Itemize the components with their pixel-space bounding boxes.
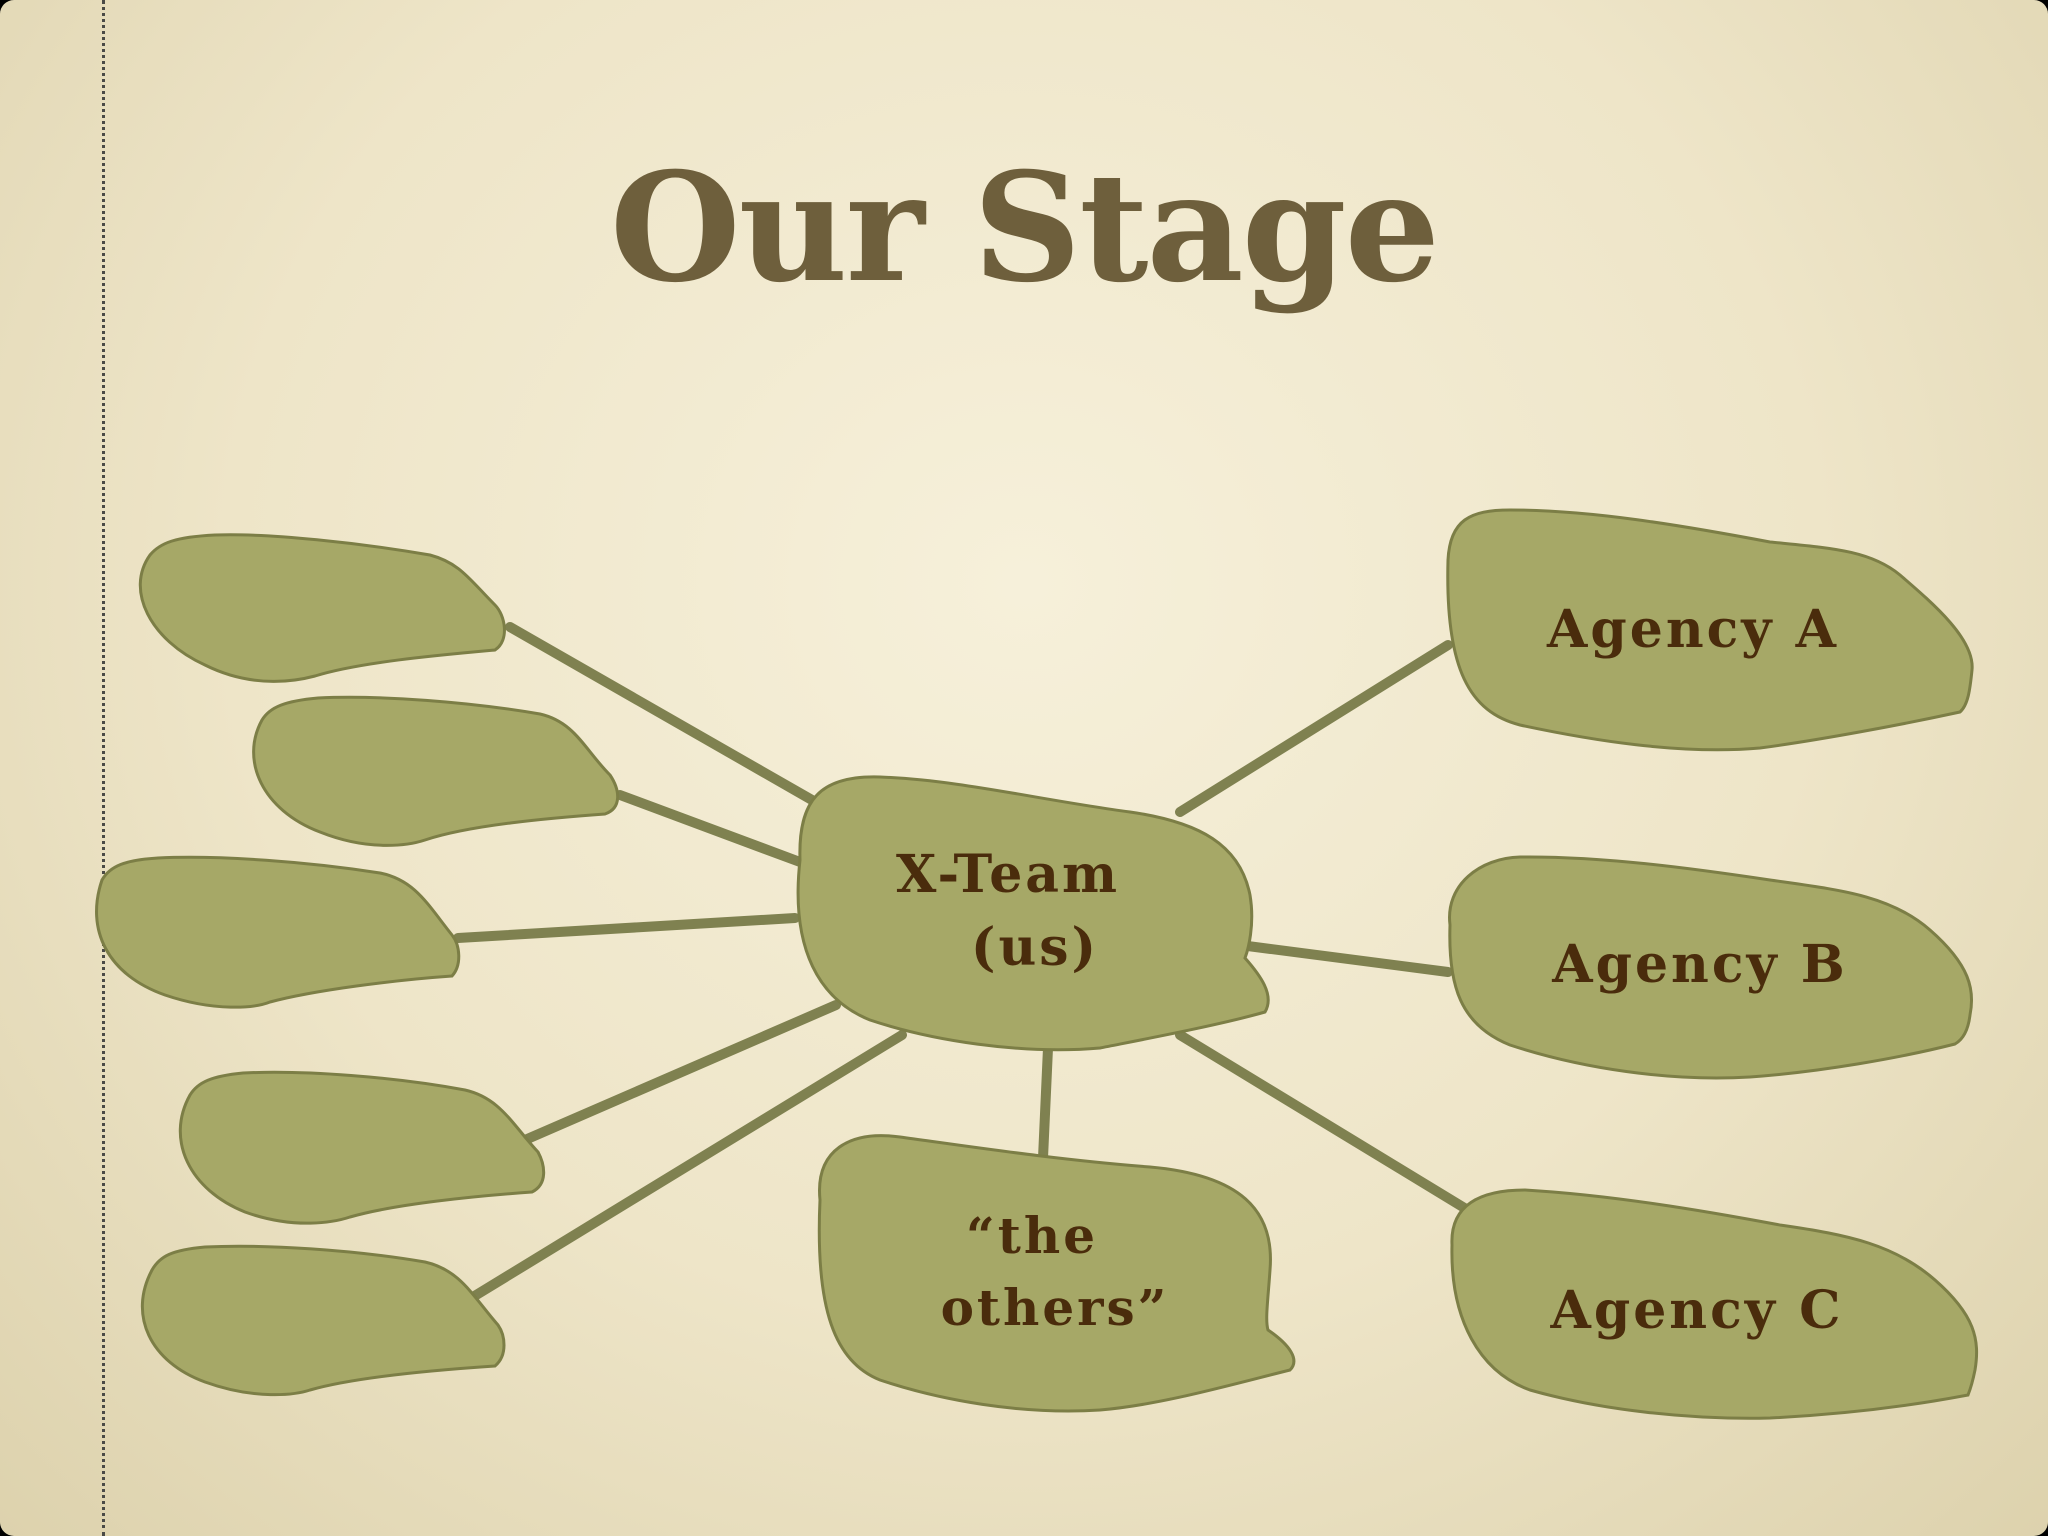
slide-title: Our Stage	[609, 140, 1440, 316]
connector-agency-c	[1175, 1030, 1481, 1220]
connector-blob-3	[453, 913, 800, 943]
connector-blob-1	[505, 622, 817, 805]
blob-agency-a	[1446, 508, 1974, 752]
others-label-line2: others”	[941, 1278, 1170, 1337]
others-label-line1: “the	[966, 1206, 1098, 1265]
center-label-line2: (us)	[971, 917, 1099, 978]
blob-unlabeled-2	[252, 695, 620, 847]
blob-unlabeled-3	[95, 855, 461, 1009]
connector-blob-2	[615, 790, 805, 867]
dotted-margin-line	[102, 0, 105, 1536]
blob-unlabeled-1	[138, 533, 506, 683]
connector-blob-4	[520, 1000, 841, 1145]
center-label-line1: X-Team	[896, 844, 1120, 905]
blob-others	[817, 1134, 1296, 1413]
agency-b-label: Agency B	[1551, 934, 1848, 995]
connector-agency-b	[1235, 940, 1453, 977]
agency-c-label: Agency C	[1550, 1280, 1844, 1341]
connectors	[453, 622, 1481, 1305]
agency-a-label: Agency A	[1546, 599, 1839, 660]
blob-agency-c	[1450, 1188, 1979, 1420]
blob-unlabeled-4	[178, 1070, 546, 1225]
blob-agency-b	[1448, 855, 1974, 1080]
connector-others	[1038, 1043, 1053, 1163]
connector-agency-a	[1175, 640, 1453, 817]
connector-blob-5	[463, 1030, 907, 1305]
blob-center	[796, 775, 1270, 1052]
blob-unlabeled-5	[141, 1244, 506, 1397]
